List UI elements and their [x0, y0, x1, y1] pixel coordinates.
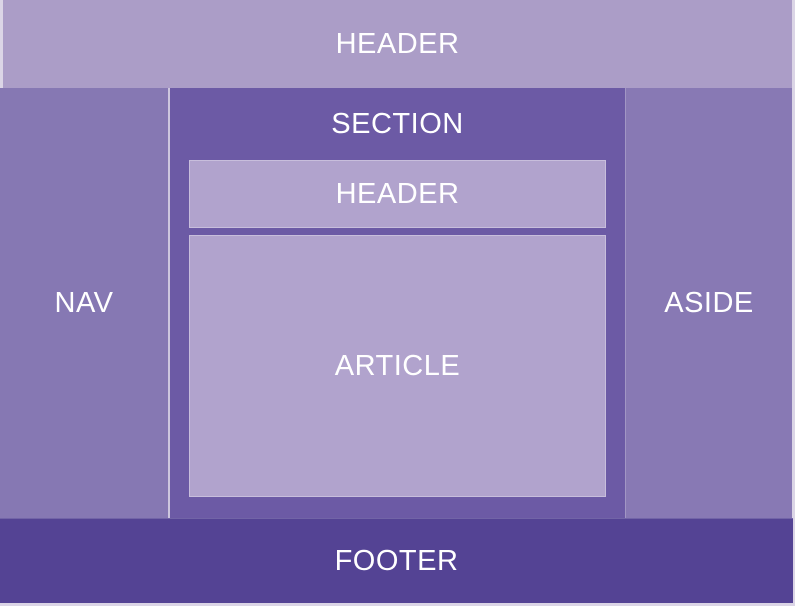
- section-title-row: SECTION: [189, 88, 606, 160]
- nav-label: NAV: [54, 286, 114, 319]
- aside-label: ASIDE: [664, 286, 754, 319]
- footer-block: FOOTER: [0, 518, 793, 603]
- aside-block: ASIDE: [625, 88, 792, 518]
- section-block: SECTION HEADER ARTICLE: [170, 88, 625, 518]
- section-header-block: HEADER: [189, 160, 606, 228]
- article-block: ARTICLE: [189, 235, 606, 497]
- article-label: ARTICLE: [334, 349, 461, 382]
- nav-block: NAV: [0, 88, 170, 518]
- section-header-label: HEADER: [335, 177, 460, 210]
- section-label: SECTION: [331, 107, 464, 140]
- footer-label: FOOTER: [334, 544, 459, 577]
- header-label: HEADER: [335, 27, 460, 60]
- header-block: HEADER: [3, 0, 792, 88]
